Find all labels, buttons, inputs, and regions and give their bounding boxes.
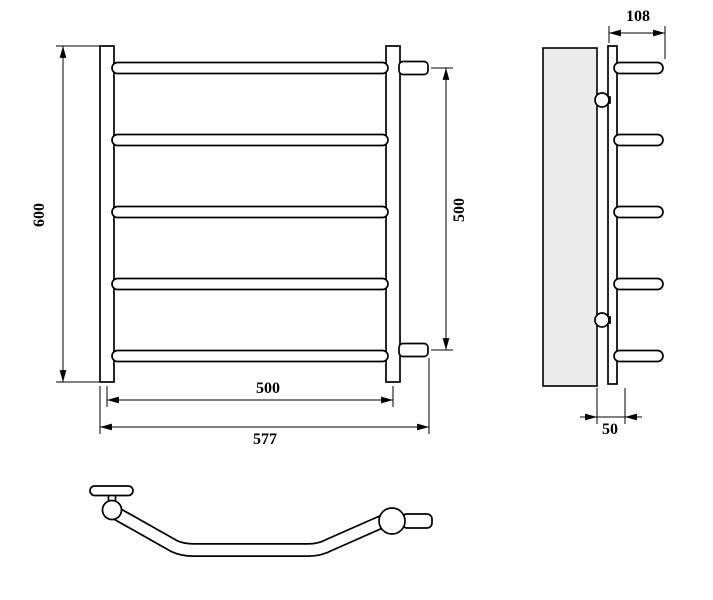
dim-label-height: 600 [31, 203, 48, 227]
front-top-connector [398, 60, 429, 76]
vent-handle [89, 485, 134, 497]
connector-stub [401, 513, 433, 529]
dim-wall-offset: 50 [580, 388, 642, 438]
side-rung [613, 133, 664, 147]
dim-label-connection-span: 500 [451, 198, 468, 222]
wall-bracket [594, 92, 611, 108]
side-rung [613, 349, 664, 363]
front-rung [111, 205, 389, 219]
dim-depth: 108 [608, 8, 666, 59]
side-view: 108 50 [542, 8, 666, 438]
plan-view [89, 485, 433, 557]
dim-label-axis-span: 500 [256, 380, 280, 397]
front-rung [111, 133, 389, 147]
dim-axis-span: 500 [106, 380, 394, 407]
dim-connection-span: 500 [431, 67, 468, 351]
side-rung [613, 205, 664, 219]
front-rung [111, 61, 389, 75]
union-nut [378, 507, 406, 535]
bracket-flange [594, 312, 610, 328]
dim-height: 600 [31, 45, 99, 383]
dim-label-depth: 108 [626, 8, 650, 25]
dim-label-wall-offset: 50 [602, 421, 618, 438]
dim-overall-width: 577 [99, 358, 430, 448]
side-rung [613, 277, 664, 291]
dim-label-overall-width: 577 [253, 431, 277, 448]
front-view: 600 500 500 577 [31, 45, 468, 448]
front-rung [111, 349, 389, 363]
side-rung [613, 61, 664, 75]
wall-bracket [594, 312, 611, 328]
front-rung [111, 277, 389, 291]
plan-tube-fill [106, 505, 394, 556]
vent-body [101, 499, 123, 521]
wall-panel [542, 47, 598, 387]
front-bottom-connector [398, 342, 429, 358]
bracket-flange [594, 92, 610, 108]
